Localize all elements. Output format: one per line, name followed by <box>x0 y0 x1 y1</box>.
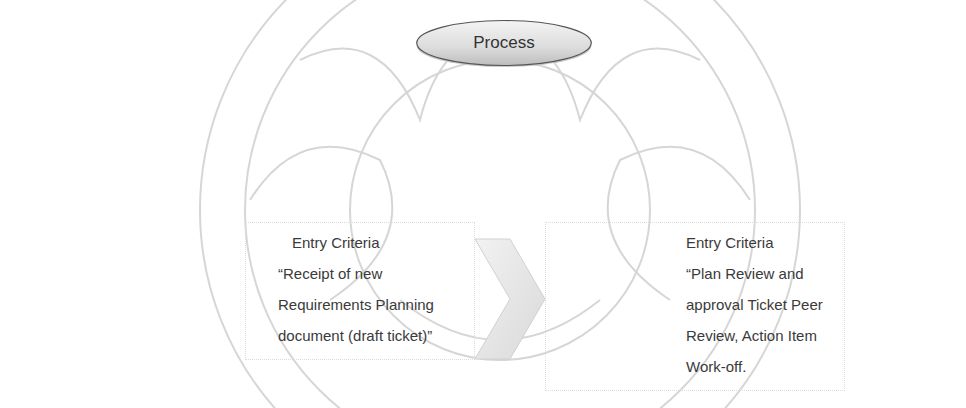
criteria-heading: Entry Criteria <box>278 227 466 258</box>
criteria-text: “Plan Review and approval Ticket Peer Re… <box>686 258 836 382</box>
criteria-box: Entry Criteria“Plan Review and approval … <box>545 222 845 391</box>
process-ellipse: Process <box>415 18 593 68</box>
chevron-arrow <box>475 239 545 359</box>
process-label: Process <box>473 33 534 53</box>
seal-outline <box>200 0 800 408</box>
criteria-heading: Entry Criteria <box>686 227 836 258</box>
criteria-box: Entry Criteria“Receipt of new Requiremen… <box>245 222 475 360</box>
criteria-text: “Receipt of new Requirements Planning do… <box>278 258 466 351</box>
